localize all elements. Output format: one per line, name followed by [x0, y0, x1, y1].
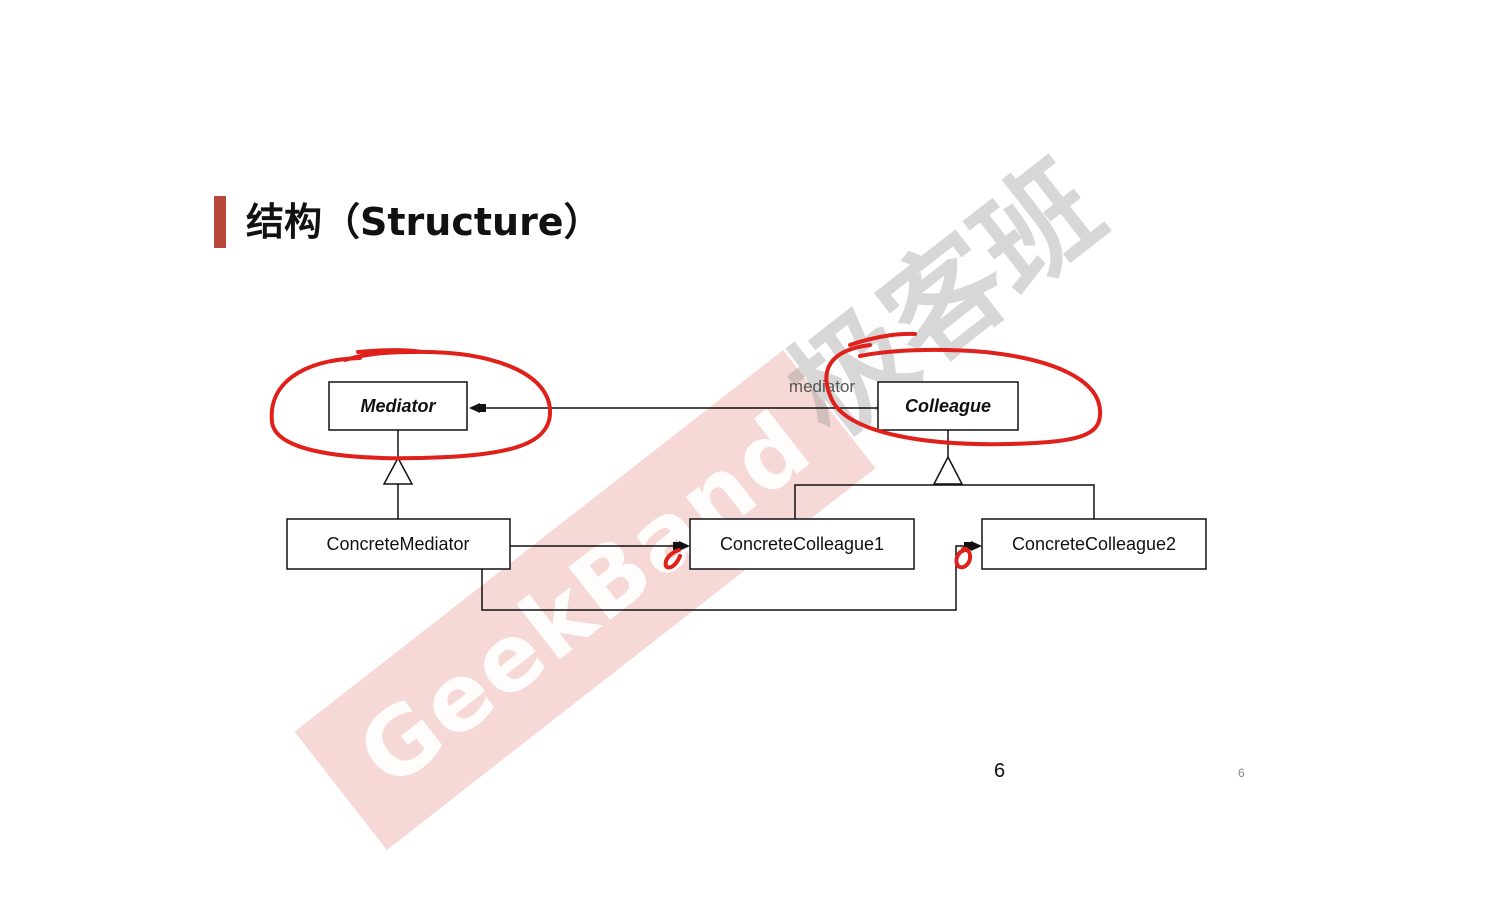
cc2-association-line	[481, 545, 974, 611]
concrete-colleague1-box	[689, 518, 915, 570]
mediator-box	[328, 381, 468, 431]
mediator-association-tail	[478, 404, 486, 412]
colleague-inheritance-triangle	[932, 455, 964, 485]
cc2-annotation-mark	[954, 546, 973, 570]
concrete-colleague2-label: ConcreteColleague2	[1012, 534, 1176, 554]
cc1-association-tail	[673, 542, 681, 550]
colleague-inheritance-branch	[794, 484, 1095, 519]
concrete-mediator-box	[286, 518, 511, 570]
slide-title: 结构（Structure）	[246, 200, 602, 244]
cc2-association-tail	[964, 542, 972, 550]
association-label: mediator	[789, 377, 855, 396]
colleague-label: Colleague	[905, 396, 991, 416]
mediator-label: Mediator	[360, 396, 436, 416]
mediator-association-arrowhead	[469, 403, 480, 413]
concrete-colleague1-label: ConcreteColleague1	[720, 534, 884, 554]
concrete-mediator-label: ConcreteMediator	[326, 534, 469, 554]
mediator-annotation-flourish	[356, 348, 424, 354]
page-number: 6	[994, 760, 1006, 782]
cc1-association-arrowhead	[679, 541, 690, 551]
title-accent-bar	[214, 196, 226, 248]
colleague-box	[877, 381, 1019, 431]
colleague-annotation-flourish	[848, 331, 917, 347]
cc1-annotation-mark	[663, 548, 682, 570]
cc2-association-arrowhead	[971, 541, 982, 551]
page-number-small: 6	[1238, 766, 1245, 780]
mediator-inheritance-triangle	[382, 456, 414, 485]
concrete-colleague2-box	[981, 518, 1207, 570]
colleague-annotation-circle	[824, 343, 1103, 447]
